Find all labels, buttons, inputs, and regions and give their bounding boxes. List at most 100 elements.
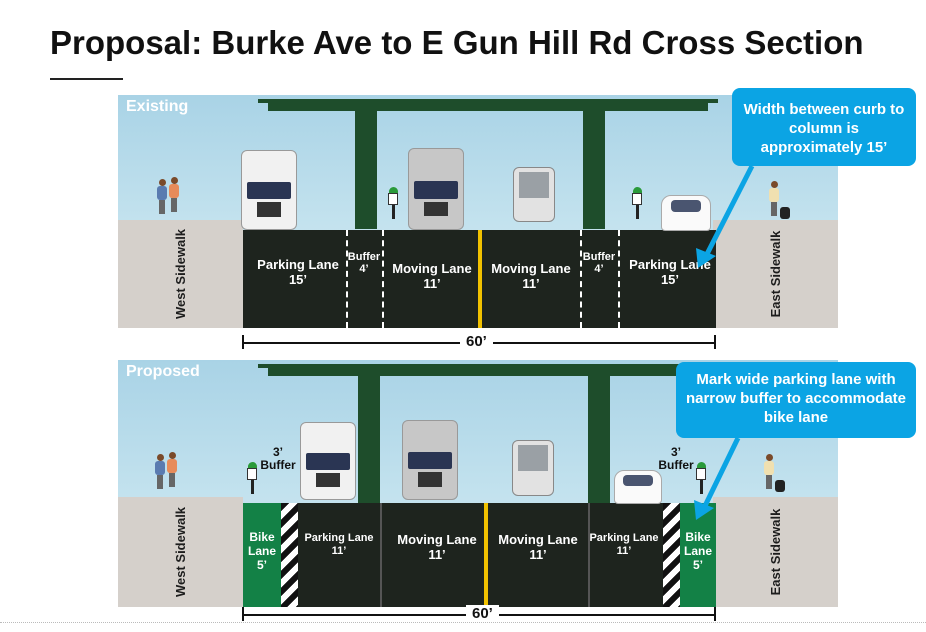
dimension-end [714,335,716,349]
dimension-end [714,607,716,621]
lane-name: Parking Lane [629,257,711,272]
lane-label: Moving Lane 11’ [394,532,480,562]
lane-width: 4’ [359,263,369,275]
west-sidewalk-label: West Sidewalk [172,506,188,598]
pedestrian-icon [768,181,780,217]
west-sidewalk: West Sidewalk [118,220,243,328]
lane-name: Bike Lane [683,530,712,558]
east-sidewalk: East Sidewalk [713,497,838,607]
bike-lane-west [243,503,281,607]
lane-name: Parking Lane [257,257,339,272]
lane-name: Bike Lane [247,530,276,558]
lane-name: Moving Lane [498,532,578,547]
elevated-crossbeam [268,368,708,376]
lane-line [380,503,382,607]
elevated-deck [258,364,718,368]
elevated-column-left [355,109,377,229]
pedestrian-icon [156,179,168,215]
existing-label: Existing [126,98,189,115]
lane-width: 15’ [660,272,680,287]
west-sidewalk-label: West Sidewalk [172,228,188,320]
bus-icon [513,167,555,222]
elevated-crossbeam [268,103,708,111]
truck-icon [300,422,356,500]
lane-label: Buffer 4’ [344,251,384,275]
truck-icon [402,420,458,500]
lane-name: Buffer [582,251,616,263]
title-underline [50,78,123,80]
pedestrian-icon [154,454,166,490]
lane-label: Buffer 4’ [578,251,620,275]
pedestrian-icon [166,452,178,490]
buffer-label-west: 3’ Buffer [260,445,296,472]
lane-label: Bike Lane 5’ [243,530,281,572]
elevated-deck [258,99,718,103]
pedestrian-icon [168,177,180,215]
east-sidewalk-label: East Sidewalk [767,230,783,318]
lane-name: Moving Lane [491,261,571,276]
dog-icon [775,480,785,492]
lane-name: Moving Lane [392,261,472,276]
lane-width: 11’ [428,547,446,562]
lane-width: 11’ [529,547,547,562]
proposed-callout: Mark wide parking lane with narrow buffe… [676,362,916,438]
car-icon [614,470,662,504]
lane-width: 5’ [692,558,703,572]
lane-label: Parking Lane 11’ [588,532,660,558]
buffer-label-east: 3’ Buffer [658,445,694,472]
existing-cross-section: Existing West Sidewalk East Sidewalk Par… [118,95,838,328]
buffer-line [618,230,620,328]
east-sidewalk-label: East Sidewalk [767,508,783,596]
lane-width: 11’ [423,276,441,291]
lane-label: Parking Lane 15’ [256,257,340,287]
buffer-line [346,230,348,328]
roadway [243,503,716,607]
bus-icon [512,440,554,496]
lane-line [588,503,590,607]
proposed-cross-section: Proposed West Sidewalk East Sidewalk Bik… [118,360,838,607]
total-width-label: 60’ [460,333,493,350]
cyclist-icon [386,187,400,221]
center-line [478,230,482,328]
elevated-column-right [588,374,610,504]
lane-width: 11’ [616,545,632,557]
footer-divider [0,622,926,623]
page-title: Proposal: Burke Ave to E Gun Hill Rd Cro… [50,24,864,61]
total-width-label: 60’ [466,605,499,622]
proposed-label: Proposed [126,363,200,380]
buffer-line [382,230,384,328]
cyclist-icon [630,187,644,221]
lane-name: Parking Lane [304,532,374,544]
lane-name: Parking Lane [589,532,659,544]
west-sidewalk: West Sidewalk [118,497,243,607]
lane-label: Moving Lane 11’ [494,532,582,562]
truck-icon [241,150,297,230]
cyclist-icon [694,462,708,496]
callout-arrow [696,164,755,268]
car-icon [661,195,711,231]
center-line [484,503,488,607]
pedestrian-icon [763,454,775,490]
bike-lane-east [680,503,716,607]
truck-icon [408,148,464,230]
lane-label: Moving Lane 11’ [488,261,574,291]
east-sidewalk: East Sidewalk [713,220,838,328]
lane-width: 11’ [331,545,347,557]
callout-arrow [694,436,741,520]
elevated-column-right [583,109,605,229]
lane-width: 15’ [288,272,308,287]
buffer-hatch-east [663,503,680,607]
existing-callout: Width between curb to column is approxim… [732,88,916,166]
elevated-column-left [358,374,380,504]
lane-label: Parking Lane 11’ [300,532,378,558]
buffer-line [580,230,582,328]
lane-width: 11’ [522,276,540,291]
lane-label: Parking Lane 15’ [626,257,714,287]
dog-icon [780,207,790,219]
cyclist-icon [245,462,259,496]
lane-name: Buffer [347,251,381,263]
lane-name: Moving Lane [397,532,477,547]
buffer-hatch-west [281,503,298,607]
lane-label: Bike Lane 5’ [678,530,718,572]
lane-width: 5’ [256,558,267,572]
